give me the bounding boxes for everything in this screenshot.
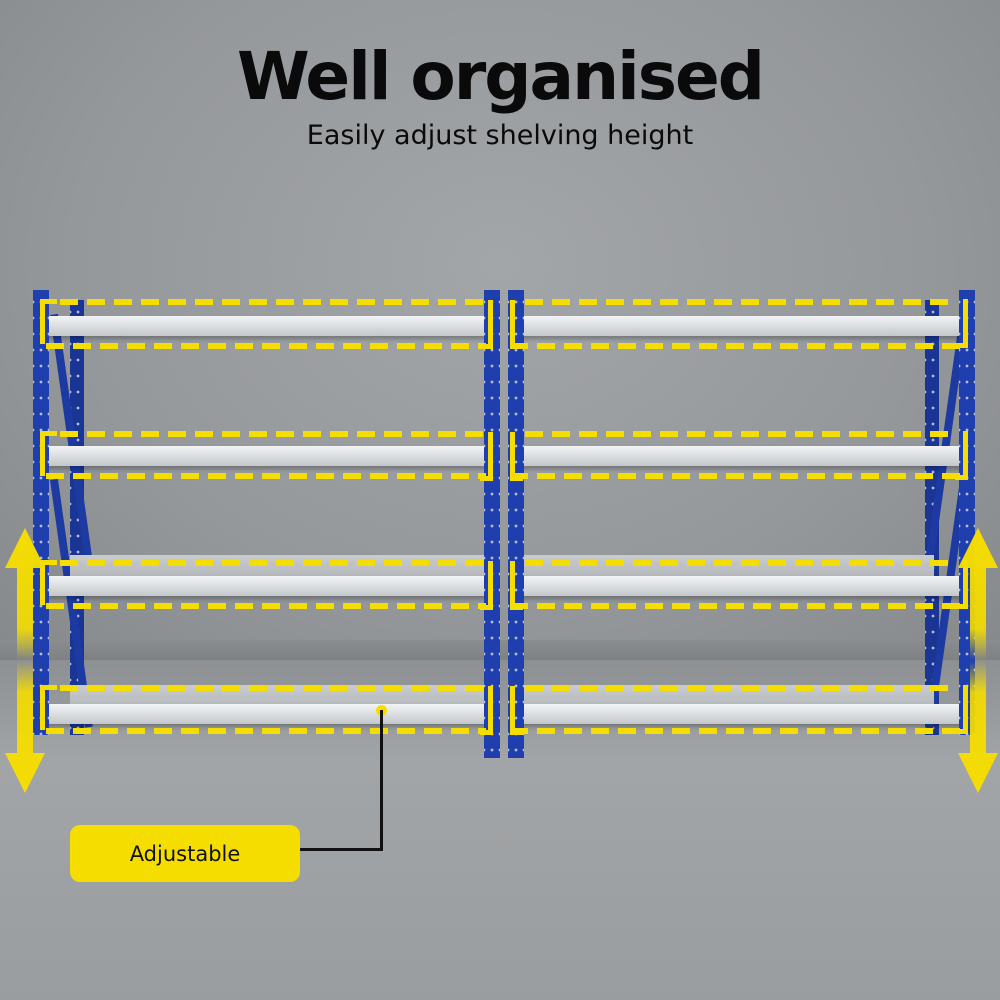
highlight-dash: [60, 685, 485, 691]
shelf-left-3: [46, 576, 486, 596]
highlight-dash: [510, 603, 965, 609]
center-upright-right: [508, 290, 524, 758]
wall-floor-junction: [0, 640, 1000, 662]
shelf-right-3: [514, 576, 964, 596]
deck-right-3: [514, 555, 934, 577]
highlight-dash: [525, 431, 955, 437]
highlight-dash: [46, 728, 486, 734]
double-vertical-arrow-icon: [5, 528, 45, 793]
callout-leader-line: [300, 848, 383, 851]
headline-subtitle: Easily adjust shelving height: [306, 120, 694, 151]
corner-bracket: [510, 561, 523, 610]
shelf-left-4: [46, 704, 486, 724]
highlight-dash: [525, 560, 955, 566]
corner-bracket: [480, 561, 493, 610]
highlight-dash: [46, 343, 486, 349]
highlight-dash: [510, 728, 965, 734]
deck-left-3: [70, 555, 485, 577]
highlight-dash: [510, 343, 965, 349]
shelf-right-4: [514, 704, 964, 724]
shelf-left-1: [46, 316, 486, 336]
corner-bracket: [510, 686, 523, 735]
highlight-dash: [60, 431, 485, 437]
highlight-dash: [525, 299, 955, 305]
corner-bracket: [40, 685, 57, 730]
corner-bracket: [40, 431, 57, 476]
corner-bracket: [510, 432, 523, 481]
corner-bracket: [40, 560, 57, 605]
corner-bracket: [480, 432, 493, 481]
highlight-dash: [60, 560, 485, 566]
headline-title: Well organised: [236, 38, 765, 115]
adjustable-callout-label: Adjustable: [70, 825, 300, 882]
corner-bracket: [955, 685, 968, 734]
corner-bracket: [480, 300, 493, 349]
highlight-dash: [510, 473, 965, 479]
shelf-left-2: [46, 446, 486, 466]
callout-text: Adjustable: [129, 841, 241, 866]
corner-bracket: [955, 560, 968, 609]
highlight-dash: [46, 603, 486, 609]
callout-leader-line: [380, 710, 383, 850]
center-upright-left: [484, 290, 500, 758]
left-front-upright: [33, 290, 49, 735]
corner-bracket: [510, 300, 523, 349]
highlight-dash: [525, 685, 955, 691]
shelf-right-1: [514, 316, 964, 336]
corner-bracket: [40, 299, 57, 344]
corner-bracket: [955, 431, 968, 480]
corner-bracket: [480, 686, 493, 735]
shelf-right-2: [514, 446, 964, 466]
highlight-dash: [60, 299, 485, 305]
highlight-dash: [46, 473, 486, 479]
corner-bracket: [955, 299, 968, 348]
double-vertical-arrow-icon: [958, 528, 998, 793]
